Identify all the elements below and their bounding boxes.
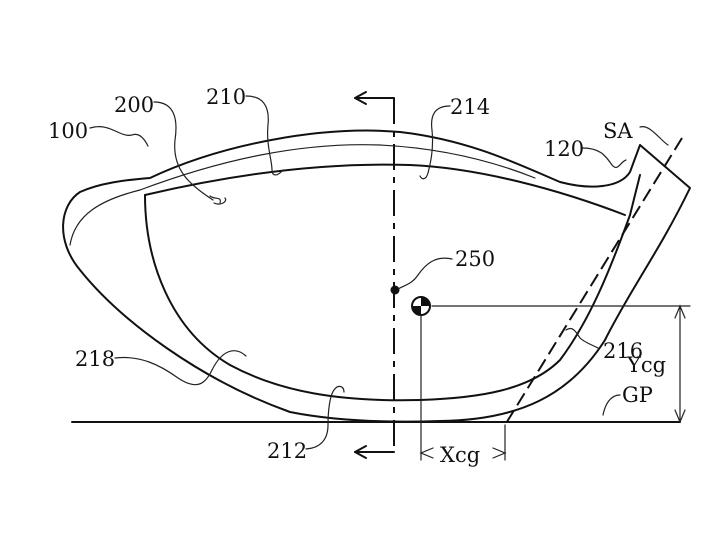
leader-250 xyxy=(398,258,452,289)
xcg-arrow-right xyxy=(493,448,505,458)
label-218: 218 xyxy=(75,347,115,371)
leader-218 xyxy=(115,351,246,385)
crown-line-lower xyxy=(145,165,625,215)
point-250 xyxy=(391,286,400,295)
label-210: 210 xyxy=(206,85,246,109)
label-GP: GP xyxy=(622,383,653,407)
leader-100 xyxy=(90,127,148,146)
leader-210 xyxy=(246,96,283,175)
label-250: 250 xyxy=(455,247,495,271)
label-100: 100 xyxy=(48,119,88,143)
shaft-axis-line xyxy=(505,138,682,425)
xcg-arrow-left xyxy=(421,448,433,458)
label-Ycg: Ycg xyxy=(626,353,666,377)
label-Xcg: Xcg xyxy=(440,443,480,467)
crown-line-upper xyxy=(70,145,535,245)
leader-SA xyxy=(640,127,668,145)
leader-200 xyxy=(154,102,213,200)
leader-120 xyxy=(582,148,626,167)
label-120: 120 xyxy=(544,137,584,161)
leader-GP xyxy=(603,395,620,415)
label-SA: SA xyxy=(603,119,633,143)
center-of-gravity-symbol xyxy=(412,297,430,315)
label-214: 214 xyxy=(450,95,490,119)
label-212: 212 xyxy=(267,439,307,463)
label-200: 200 xyxy=(114,93,154,117)
inner-sole-curve xyxy=(145,195,630,400)
